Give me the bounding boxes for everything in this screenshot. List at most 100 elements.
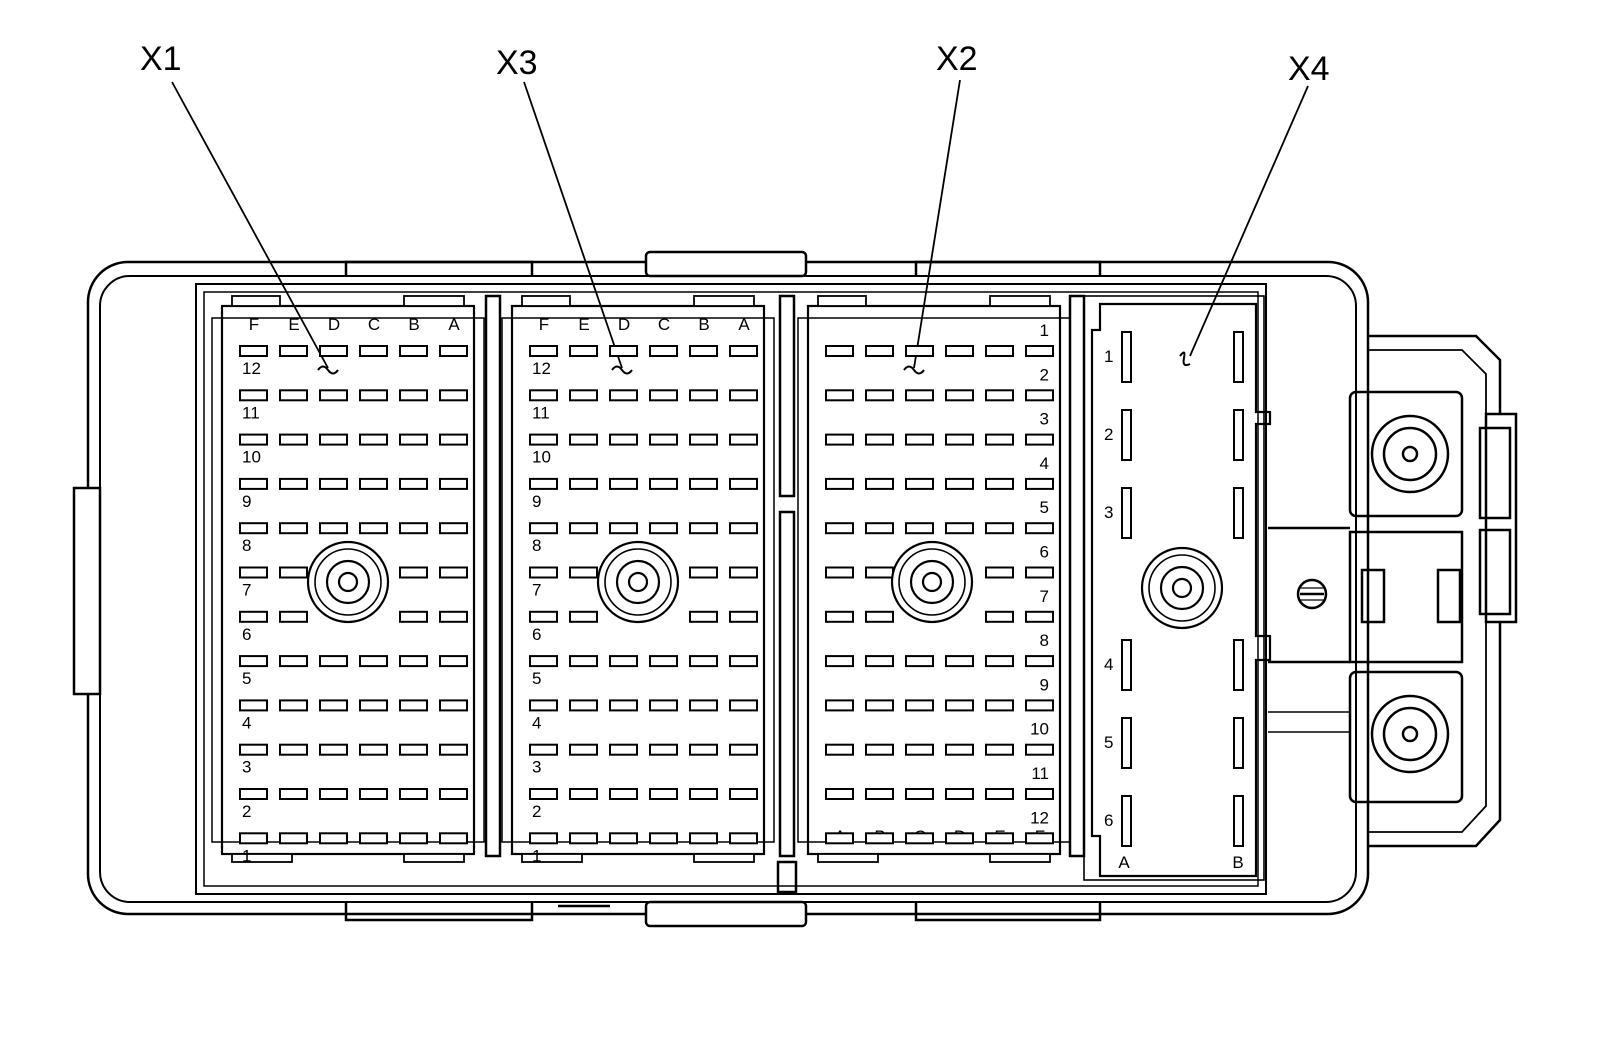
x2-pin-cavity [905, 477, 934, 490]
x3-pin-cavity [729, 655, 758, 668]
x2-pin-cavity [865, 566, 894, 579]
x1-center-screw [306, 540, 390, 624]
x1-center-screw [314, 548, 382, 616]
x1-pin-cavity [279, 610, 308, 623]
x1-row-label: 8 [242, 536, 251, 555]
x1-pin-cavity [439, 433, 468, 446]
x2-ear [989, 295, 1051, 307]
x2-center-screw [890, 540, 974, 624]
x1-pin-cavity [239, 832, 268, 845]
x3-pin-cavity [689, 477, 718, 490]
x1-ear [231, 853, 293, 863]
x3-center-screw [627, 571, 649, 593]
x3-pin-cavity [689, 832, 718, 845]
x2-pin-cavity [905, 699, 934, 712]
x2-pin-cavity [1025, 788, 1054, 800]
x3-pin-cavity [569, 389, 598, 402]
x3-pin-cavity [529, 433, 558, 446]
x1-pin-cavity [279, 699, 308, 712]
x1-pin-cavity [359, 522, 388, 535]
x3-row-label: 6 [532, 625, 541, 644]
x1-column-label: A [448, 315, 460, 334]
x2-pin-cavity [985, 788, 1014, 800]
x1-pin-cavity [319, 345, 348, 357]
x1-pin-cavity [399, 389, 428, 402]
connector-x2: ABCDEF123456789101112 [797, 295, 1071, 863]
x2-pin-cavity [905, 832, 934, 845]
x2-pin-cavity [865, 345, 894, 357]
x2-pin-cavity [865, 655, 894, 668]
x2-pin-cavity [985, 477, 1014, 490]
x3-center-screw [615, 559, 661, 605]
x1-pin-cavity [239, 788, 268, 800]
x1-pin-cavity [279, 389, 308, 402]
x4-row-label: 2 [1104, 425, 1113, 444]
x1-ear [231, 295, 281, 307]
x3-center-screw [596, 540, 680, 624]
x2-pin-cavity [985, 610, 1014, 623]
x1-pin-cavity [279, 433, 308, 446]
x2-pin-cavity [905, 389, 934, 402]
x4-blade-terminal [1233, 717, 1244, 769]
x3-pin-cavity [529, 345, 558, 357]
x3-pin-cavity [729, 832, 758, 845]
x2-pin-cavity [825, 655, 854, 668]
x3-row-label: 5 [532, 669, 541, 688]
x3-pin-cavity [729, 743, 758, 756]
x3-pin-cavity [569, 433, 598, 446]
x2-row-label: 3 [1040, 410, 1049, 429]
x3-pin-cavity [689, 345, 718, 357]
x2-pin-cavity [985, 699, 1014, 712]
x3-column-label: D [618, 315, 630, 334]
x1-column-label: C [368, 315, 380, 334]
x1-pin-cavity [279, 743, 308, 756]
x4-center-screw [1140, 546, 1224, 630]
x3-pin-cavity [649, 743, 678, 756]
x3-pin-cavity [609, 743, 638, 756]
x1-pin-cavity [239, 566, 268, 579]
x4-center-screw [1159, 565, 1205, 611]
x3-pin-cavity [529, 788, 558, 800]
x3-row-label: 9 [532, 492, 541, 511]
x2-pin-cavity [865, 699, 894, 712]
x1-center-screw [325, 559, 371, 605]
x1-row-label: 3 [242, 758, 251, 777]
x4-column-label: A [1118, 853, 1130, 872]
x3-body [510, 304, 766, 856]
x4-blade-terminal [1121, 487, 1132, 539]
x1-pin-cavity [359, 743, 388, 756]
x3-row-label: 12 [532, 359, 551, 378]
x3-pin-cavity [689, 433, 718, 446]
x3-column-label: F [539, 315, 549, 334]
x2-pin-cavity [945, 345, 974, 357]
x2-pin-cavity [1025, 566, 1054, 579]
x2-pin-cavity [1025, 522, 1054, 535]
x2-pin-cavity [945, 522, 974, 535]
x2-pin-cavity [905, 522, 934, 535]
x3-pin-cavity [529, 655, 558, 668]
callout-leaders [171, 79, 1309, 369]
x3-pin-cavity [529, 610, 558, 623]
x3-pin-cavity [649, 832, 678, 845]
x1-pin-cavity [319, 433, 348, 446]
x2-ear [817, 295, 867, 307]
x3-pin-cavity [529, 389, 558, 402]
x1-row-label: 1 [242, 846, 251, 865]
x2-pin-cavity [945, 477, 974, 490]
x4-row-label: 6 [1104, 811, 1113, 830]
x2-pin-cavity [825, 699, 854, 712]
x1-pin-cavity [399, 610, 428, 623]
x3-pin-cavity [729, 610, 758, 623]
x3-row-label: 10 [532, 448, 551, 467]
x4-pin-marker [1179, 351, 1191, 367]
x4-row-label: 3 [1104, 503, 1113, 522]
x2-pin-cavity [825, 522, 854, 535]
x3-pin-cavity [689, 788, 718, 800]
x2-pin-cavity [865, 433, 894, 446]
x1-pin-cavity [239, 433, 268, 446]
x1-pin-cavity [399, 522, 428, 535]
x3-pin-cavity [689, 699, 718, 712]
x1-pin-cavity [359, 699, 388, 712]
x3-pin-cavity [609, 433, 638, 446]
x2-row-label: 2 [1040, 365, 1049, 384]
